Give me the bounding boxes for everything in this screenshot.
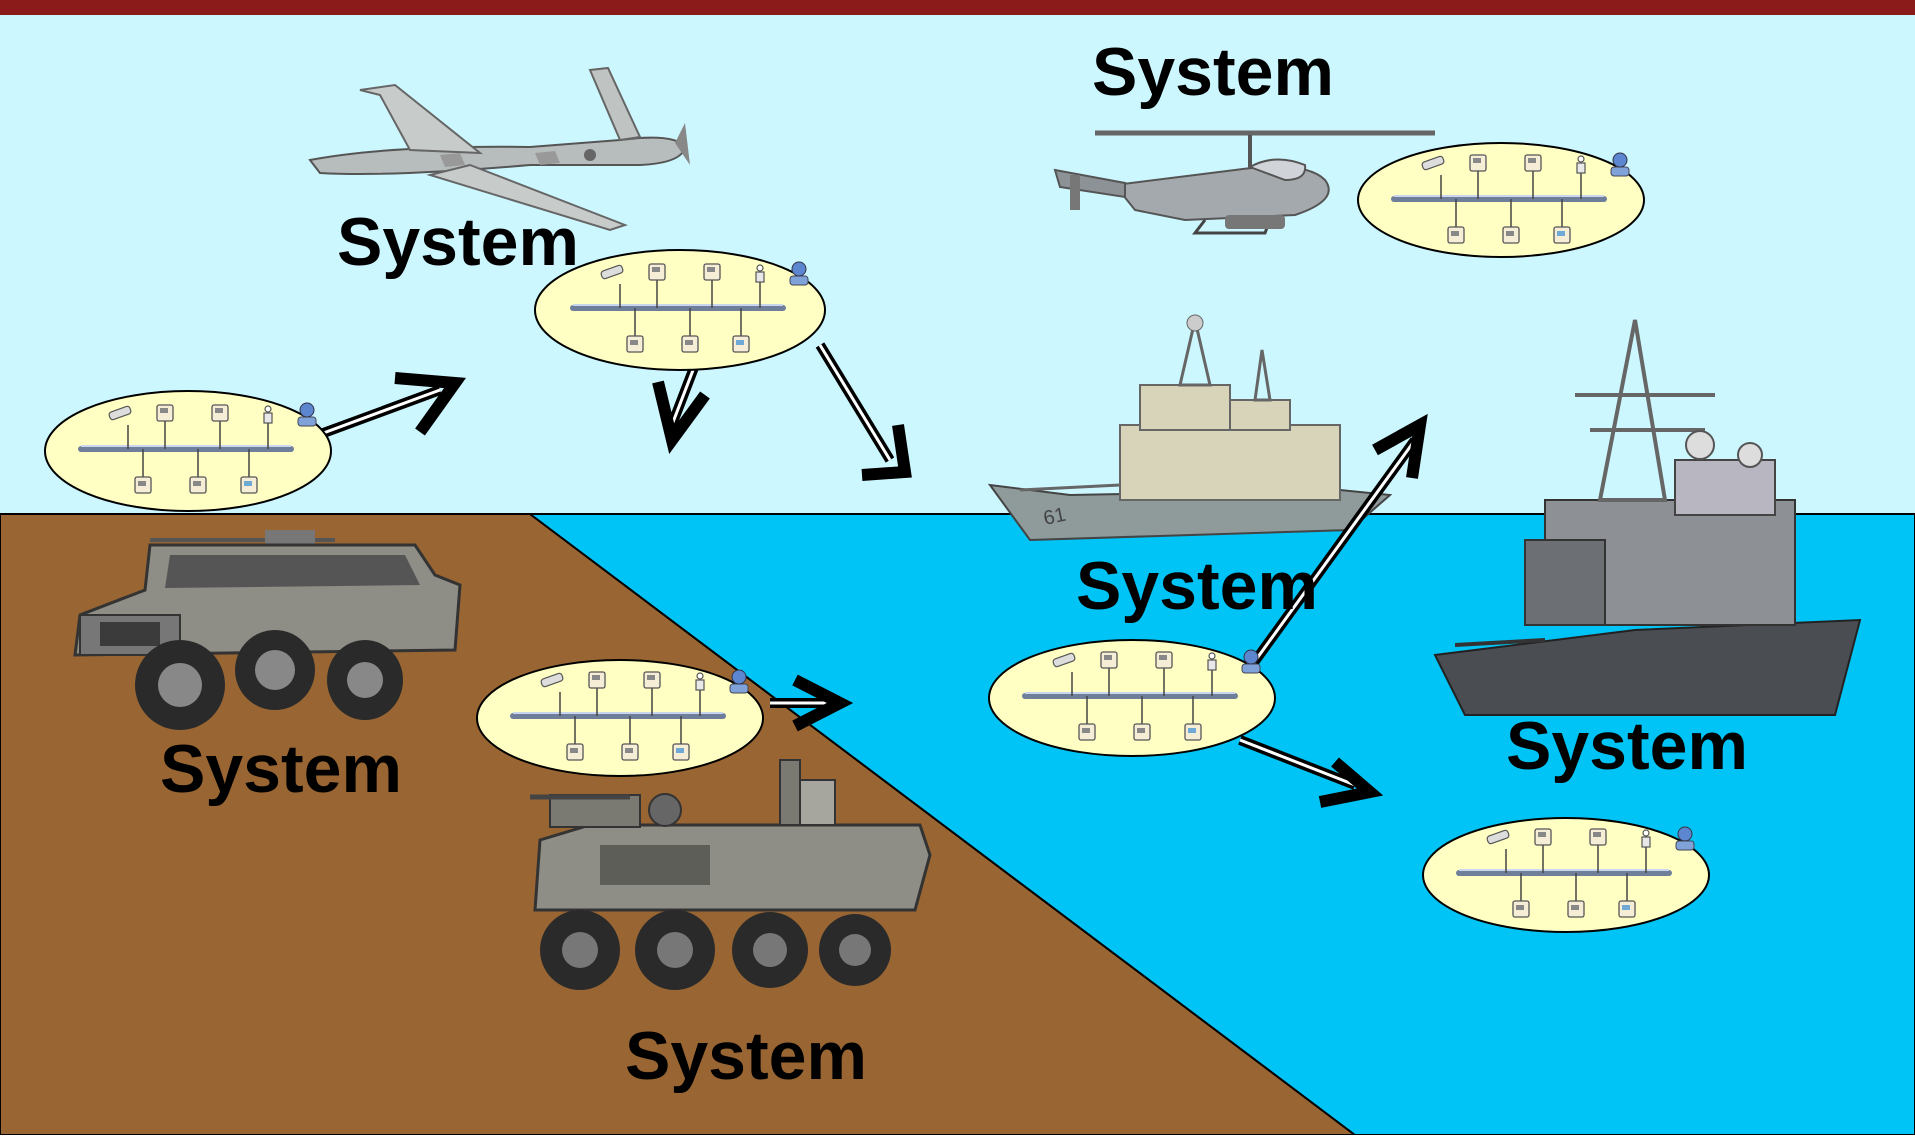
helicopter-icon: [1053, 130, 1435, 235]
network-node-helicopter: [1357, 142, 1645, 258]
destroyer-system-label: System: [1506, 708, 1748, 784]
drone-icon: [308, 66, 690, 232]
network-node-humvee: [44, 390, 332, 512]
header-bar: [0, 0, 1915, 15]
drone-system-label: System: [337, 204, 579, 280]
network-node-drone: [534, 249, 826, 371]
armored-carrier-icon: [530, 759, 932, 990]
cruiser-ship-icon: 61: [987, 314, 1393, 542]
svg-text:61: 61: [1041, 504, 1067, 530]
carrier-system-label: System: [625, 1018, 867, 1094]
helicopter-system-label: System: [1092, 34, 1334, 110]
flow-arrow-drone-to-cruiser: [815, 342, 912, 481]
destroyer-ship-icon: [1433, 319, 1862, 716]
cruiser-system-label: System: [1076, 548, 1318, 624]
network-node-cruiser: [988, 639, 1276, 757]
network-node-destroyer: [1422, 817, 1710, 933]
flow-arrow-cruiser-to-destroyer: [1245, 413, 1428, 671]
flow-arrow-drone-down: [652, 363, 710, 454]
flow-arrow-cruiser-to-sea-node: [1238, 735, 1384, 808]
flow-arrow-humvee-net-to-sea: [770, 674, 854, 732]
flow-arrow-humvee-to-drone: [316, 372, 467, 440]
network-node-carrier: [476, 659, 764, 777]
humvee-system-label: System: [160, 731, 402, 807]
humvee-icon: [73, 530, 462, 730]
